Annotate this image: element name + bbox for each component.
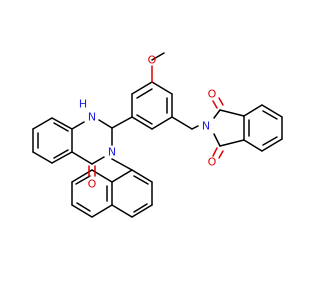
amine-nitrogen-label: N [88, 111, 96, 124]
imide-oxygen-bottom-label: O [208, 156, 217, 169]
imide-oxygen-top-label: O [208, 88, 217, 101]
carbon-bonds [32, 52, 283, 218]
oxygen-bonds [88, 65, 224, 177]
carbonyl-oxygen-label: O [88, 178, 97, 191]
amine-hydrogen-label: H [79, 98, 87, 111]
ring-nitrogen-label: N [108, 146, 116, 159]
atom-labels: O O O N N H N O [79, 54, 217, 191]
imide-nitrogen-label: N [202, 120, 210, 133]
methoxy-oxygen-label: O [148, 54, 157, 67]
molecule-structure: O O O N N H N O [32, 52, 283, 218]
